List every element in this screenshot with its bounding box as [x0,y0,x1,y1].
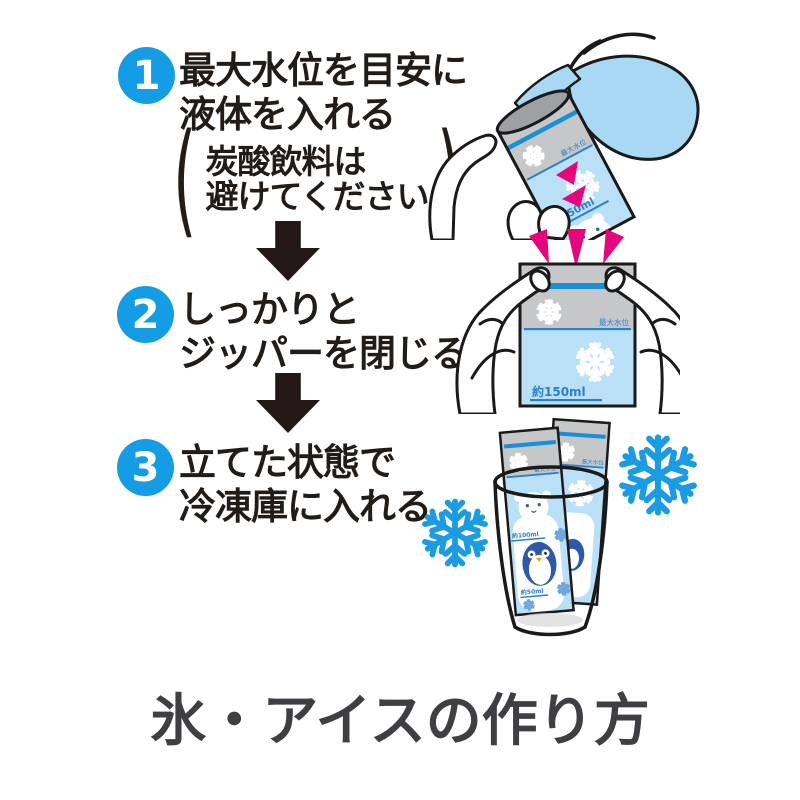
illustration-step2-zipping: 最大水位 約150ml [455,229,680,414]
step-2-text: しっかりと ジッパーを閉じる [179,288,468,376]
ice-pouch-front: 最大水位 約100ml 約50ml [498,426,575,617]
snowflake-icon [423,502,487,565]
glass-cup-icon [493,465,609,637]
illustration-step1-pouring: 最大水位 約150ml [428,32,700,240]
pouch-max-level-label: 最大水位 [582,457,605,467]
step-3-text: 立てた状態で 冷凍庫に入れる [179,441,432,529]
pouch-volume-label: 約100ml [512,530,539,540]
step-1-number-badge: 1 [118,47,175,104]
hand-icon [604,266,680,414]
step-1-text: 最大水位を目安に 液体を入れる [179,49,468,137]
penguin-icon [522,541,557,586]
step-3-line1: 立てた状態で [179,441,396,484]
illustration-step3-freezer: 最大水位 最大水位 約100ml 約50ml [408,417,708,637]
burst-marks-icon [529,229,624,268]
snowflake-icon [523,599,534,610]
pouch-max-level-label: 最大水位 [534,464,557,474]
step-1-note-line2: 避けてください [205,177,429,216]
step-3-line2: 冷凍庫に入れる [179,485,432,528]
hand-icon [428,133,571,240]
glass-shadow [517,613,583,627]
burst-marks-icon [556,161,586,207]
step-3-number-badge: 3 [117,439,174,496]
step-1-line2: 液体を入れる [179,93,396,136]
step-2-line2: ジッパーを閉じる [179,332,468,375]
down-arrow-icon [256,221,320,281]
step-2-number-badge: 2 [117,286,174,343]
down-arrow-icon [256,373,320,433]
page-title: 氷・アイスの作り方 [150,689,650,754]
pouch-max-level-label: 最大水位 [599,317,629,327]
step-2-line1: しっかりと [179,288,360,331]
pouch-volume-label: 約150ml [532,384,586,399]
step-1-note-line1: 炭酸飲料は [205,142,366,181]
step-1-line1: 最大水位を目安に [179,49,468,92]
note-open-paren: ( [173,107,197,251]
hand-icon [455,266,551,414]
snowflake-icon [620,438,696,513]
ice-pouch: 最大水位 約150ml [518,262,637,408]
pouch-volume-label: 約50ml [521,587,544,597]
snowflake-icon [557,582,570,595]
snowflake-icon [537,301,560,324]
snowflake-icon [577,344,614,380]
